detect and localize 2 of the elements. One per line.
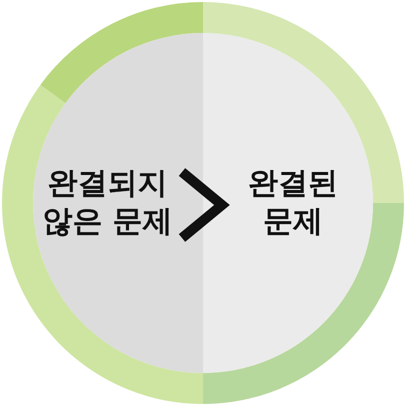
problem-label: 완결된 문제 (247, 165, 339, 241)
problem-label: 완결되지 않은 문제 (41, 165, 174, 241)
